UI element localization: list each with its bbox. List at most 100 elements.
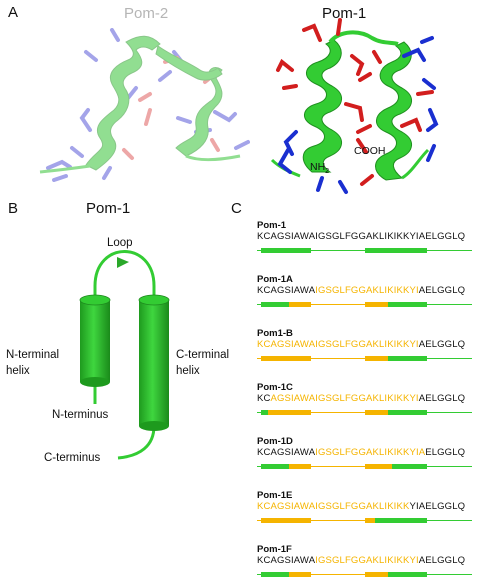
- coil-segment: [257, 520, 262, 521]
- coil-segment: [310, 520, 365, 521]
- panel-label-b: B: [8, 200, 19, 217]
- native-segment: AELGGLQ: [418, 555, 466, 566]
- coil-segment: [310, 358, 365, 359]
- mutated-segment: IGSGLFGGAKLIKIKKYI: [315, 555, 419, 566]
- coil-segment: [257, 304, 262, 305]
- mutated-segment: KCAGSIAWAIGSGLFGGAKLIKIKK: [257, 501, 410, 512]
- variant-name: Pom1-B: [257, 328, 293, 339]
- helix-segment-native: [388, 356, 427, 361]
- variant-name: Pom-1D: [257, 436, 293, 447]
- helix-segment-native: [261, 410, 268, 415]
- coil-segment: [426, 466, 472, 467]
- helix-segment-native: [261, 572, 290, 577]
- n-helix-label-line1: N-terminal: [6, 349, 60, 361]
- helix-segment-mutated: [364, 572, 389, 577]
- pom2-basic-sidechains: [46, 28, 250, 182]
- coil-segment: [310, 412, 365, 413]
- helix-segment-mutated: [267, 410, 311, 415]
- native-segment: AELGGLQ: [418, 393, 466, 404]
- coil-segment: [310, 466, 365, 467]
- coil-segment: [257, 466, 262, 467]
- helix-segment-mutated: [364, 302, 389, 307]
- native-segment: KCAGSIAWAIGSGLFGGAKLIKIKKYIAELGGLQ: [257, 231, 466, 242]
- variant-name: Pom-1: [257, 220, 287, 231]
- mutated-segment: IGSGLFGGAKLIKIKKYI: [315, 285, 419, 296]
- native-segment: YIAELGGLQ: [409, 501, 466, 512]
- pom2-structure: [39, 28, 250, 182]
- helix-segment-native: [392, 464, 427, 469]
- coil-segment: [257, 250, 262, 251]
- helix-segment-mutated: [289, 464, 311, 469]
- coil-segment: [257, 412, 262, 413]
- c-terminus-tail: [117, 425, 156, 460]
- nh2-label: NH2: [310, 161, 330, 176]
- variant-sequence: KCAGSIAWAIGSGLFGGAKLIKIKKYIAELGGLQ: [257, 447, 465, 458]
- coil-segment: [257, 358, 262, 359]
- pom1-structure: [270, 18, 439, 194]
- mutated-segment: AGSIAWAIGSGLFGGAKLIKIKKYI: [270, 393, 419, 404]
- c-helix-label-line1: C-terminal: [176, 349, 230, 361]
- coil-segment: [426, 520, 472, 521]
- variant-sequence: KCAGSIAWAIGSGLFGGAKLIKIKKYIAELGGLQ: [257, 393, 465, 404]
- helix-segment-mutated: [261, 518, 311, 523]
- variant-name: Pom-1C: [257, 382, 293, 393]
- structure-renders: [39, 18, 439, 194]
- variant-sequence: KCAGSIAWAIGSGLFGGAKLIKIKKYIAELGGLQ: [257, 285, 465, 296]
- loop-label: Loop: [107, 237, 133, 249]
- pom2-title: Pom-2: [124, 5, 169, 22]
- helix-segment-mutated: [261, 356, 311, 361]
- helix-segment-mutated: [289, 302, 311, 307]
- helix-segment-mutated: [364, 464, 393, 469]
- panel-label-a: A: [8, 4, 19, 21]
- helix-segment-native: [364, 248, 427, 253]
- native-segment: AELGGLQ: [418, 285, 466, 296]
- coil-segment: [426, 250, 472, 251]
- native-segment: KCAGSIAWA: [257, 447, 316, 458]
- pom1-acidic-sidechains: [276, 18, 434, 186]
- variant-sequence: KCAGSIAWAIGSGLFGGAKLIKIKKYIAELGGLQ: [257, 339, 465, 350]
- helix-segment-native: [375, 518, 427, 523]
- native-segment: KC: [257, 393, 271, 404]
- variant-sequence: KCAGSIAWAIGSGLFGGAKLIKIKKYIAELGGLQ: [257, 231, 465, 242]
- coil-segment: [426, 304, 472, 305]
- variant-sequence: KCAGSIAWAIGSGLFGGAKLIKIKKYIAELGGLQ: [257, 555, 465, 566]
- c-terminus-label: C-terminus: [44, 452, 101, 464]
- pom2-helix: [85, 35, 223, 171]
- helix-segment-native: [388, 410, 427, 415]
- pom1-title: Pom-1: [322, 5, 367, 22]
- helix-segment-native: [261, 302, 290, 307]
- helix-segment-mutated: [364, 518, 376, 523]
- coil-segment: [310, 304, 365, 305]
- helix-segment-native: [261, 248, 311, 253]
- n-helix-label-line2: helix: [6, 365, 30, 377]
- coil-segment: [426, 412, 472, 413]
- helix-segment-mutated: [364, 356, 389, 361]
- native-segment: KCAGSIAWA: [257, 285, 316, 296]
- coil-segment: [310, 574, 365, 575]
- n-terminal-helix-cylinder: [79, 294, 111, 387]
- n-terminus-label: N-terminus: [52, 409, 109, 421]
- topology-diagram: [79, 250, 170, 460]
- panel-label-c: C: [231, 200, 242, 217]
- native-segment: AELGGLQ: [418, 339, 466, 350]
- coil-segment: [426, 358, 472, 359]
- loop-arrow: [117, 257, 129, 268]
- helix-segment-mutated: [364, 410, 389, 415]
- c-helix-label-line2: helix: [176, 365, 200, 377]
- c-terminal-helix-cylinder: [138, 294, 170, 431]
- pom1-basic-sidechains: [277, 36, 439, 194]
- helix-segment-native: [388, 302, 427, 307]
- cooh-label: COOH: [354, 145, 386, 157]
- helix-segment-native: [261, 464, 290, 469]
- native-segment: KCAGSIAWA: [257, 555, 316, 566]
- helix-segment-native: [388, 572, 427, 577]
- pom1-helix-right: [375, 41, 412, 181]
- native-segment: ELGGLQ: [425, 447, 466, 458]
- topology-title: Pom-1: [86, 200, 131, 217]
- loop-connector: [93, 250, 156, 296]
- coil-segment: [426, 574, 472, 575]
- nh2-subscript: 2: [325, 168, 330, 176]
- coil-segment: [310, 250, 365, 251]
- variant-sequence: KCAGSIAWAIGSGLFGGAKLIKIKKYIAELGGLQ: [257, 501, 465, 512]
- variant-name: Pom-1A: [257, 274, 293, 285]
